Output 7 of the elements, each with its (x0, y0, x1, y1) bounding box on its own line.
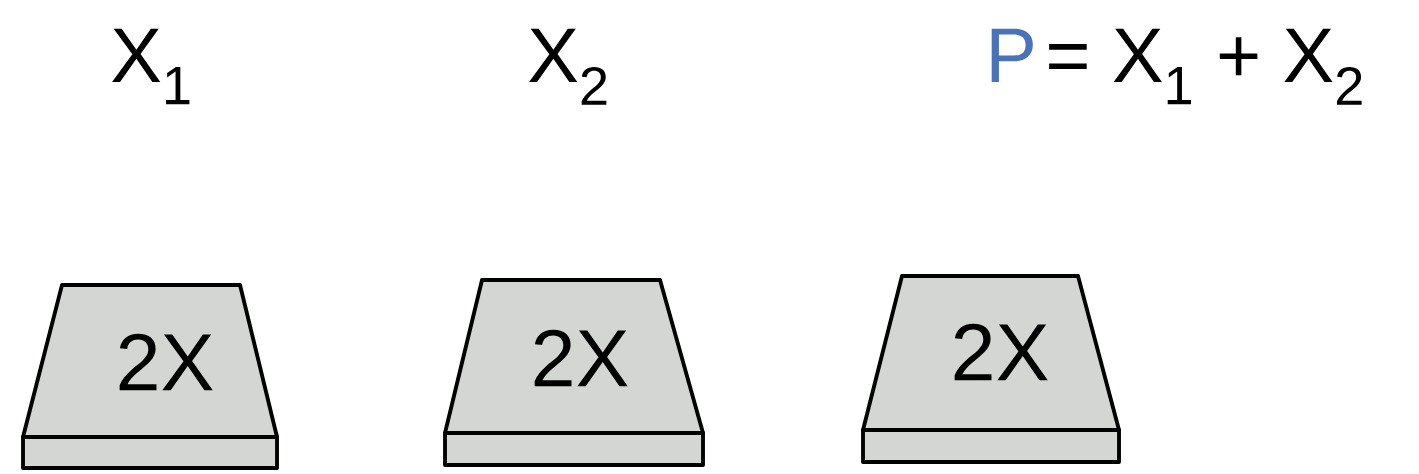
formula-label: X$_{1}$ (112, 28, 190, 105)
block-drawing: 2X (861, 274, 1121, 464)
block-drawing: 2X (443, 278, 705, 467)
formula-label: X$_{2}$ (529, 28, 607, 105)
block-drawing: 2X (21, 283, 279, 470)
formula-label: = X$_{1}$ + X$_{2}$ (1049, 28, 1362, 105)
formula-label: P (991, 28, 1033, 82)
